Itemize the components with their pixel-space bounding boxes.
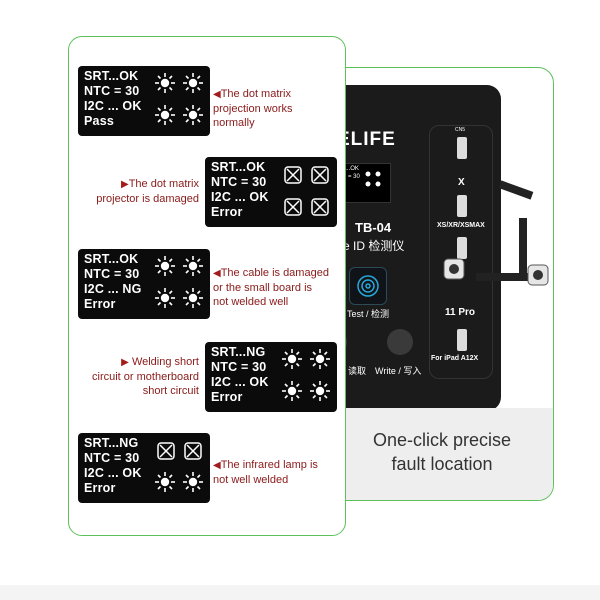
slot-label-xs: XS/XR/XSMAX bbox=[437, 222, 485, 229]
cross-box-icon bbox=[311, 166, 329, 184]
slot-label-11pro: 11 Pro bbox=[445, 307, 476, 318]
note-4: ▶ Welding short circuit or motherboard s… bbox=[92, 356, 199, 397]
sun-icon bbox=[183, 73, 203, 93]
left-arrow-icon: ◀ bbox=[213, 268, 221, 279]
read-label: / 读取 bbox=[343, 366, 367, 376]
fault-list-card: SRT...OK NTC = 30 I2C ... OK Pass ◀The d… bbox=[68, 36, 346, 536]
right-arrow-icon: ▶ bbox=[120, 179, 129, 190]
sun-icon bbox=[310, 349, 330, 369]
write-label: Write / 写入 bbox=[375, 366, 422, 376]
bottom-strip bbox=[0, 585, 600, 600]
status-panel-5: SRT...NG NTC = 30 I2C ... OK Error bbox=[78, 433, 210, 503]
connector-slot-ipad[interactable] bbox=[457, 329, 467, 351]
cross-box-icon bbox=[284, 166, 302, 184]
note-2: ▶The dot matrix projector is damaged bbox=[96, 178, 199, 205]
sun-icon bbox=[155, 256, 175, 276]
left-arrow-icon: ◀ bbox=[213, 89, 221, 100]
connector-slot-11pro[interactable] bbox=[457, 237, 467, 259]
sun-icon bbox=[183, 288, 203, 308]
note-3: ◀The cable is damaged or the small board… bbox=[213, 267, 329, 308]
device-brand: ELIFE bbox=[337, 129, 396, 150]
sun-icon bbox=[155, 105, 175, 125]
test-label: Test / 检测 bbox=[347, 309, 390, 319]
camera-module-icon bbox=[443, 258, 465, 280]
note-1: ◀The dot matrix projection works normall… bbox=[213, 88, 293, 129]
status-panel-3: SRT...OK NTC = 30 I2C ... NG Error bbox=[78, 249, 210, 319]
caption-line-1: One-click precise bbox=[372, 430, 512, 450]
device-card: ELIFE SRT...OK NTC = 30 rror TB-04 ce ID… bbox=[330, 67, 554, 501]
device-model: TB-04 bbox=[355, 220, 392, 235]
write-button[interactable] bbox=[387, 329, 413, 355]
slot-label-ipad: For iPad A12X bbox=[431, 355, 479, 362]
status-panel-4: SRT...NG NTC = 30 I2C ... OK Error bbox=[205, 342, 337, 412]
sun-icon bbox=[183, 105, 203, 125]
sun-icon bbox=[310, 381, 330, 401]
caption-line-2: fault location bbox=[391, 454, 493, 474]
sun-icon bbox=[282, 381, 302, 401]
sun-icon bbox=[282, 349, 302, 369]
sun-icon bbox=[155, 472, 175, 492]
connector-slot-x[interactable] bbox=[457, 137, 467, 159]
flex-cable-3 bbox=[476, 273, 536, 281]
dot-matrix-icon bbox=[365, 171, 381, 187]
left-arrow-icon: ◀ bbox=[213, 460, 221, 471]
right-arrow-icon: ▶ bbox=[121, 357, 129, 368]
cross-box-icon bbox=[157, 442, 175, 460]
ir-module-icon bbox=[527, 264, 549, 286]
cross-box-icon bbox=[311, 198, 329, 216]
test-touch-button[interactable] bbox=[349, 267, 387, 305]
flex-cable-2 bbox=[519, 218, 527, 278]
flex-cable bbox=[498, 180, 534, 200]
status-panel-1: SRT...OK NTC = 30 I2C ... OK Pass bbox=[78, 66, 210, 136]
sun-icon bbox=[183, 256, 203, 276]
sun-icon bbox=[155, 73, 175, 93]
fingerprint-icon bbox=[357, 275, 379, 297]
connector-panel bbox=[429, 125, 493, 379]
slot-label-x: X bbox=[458, 177, 465, 188]
tester-device: ELIFE SRT...OK NTC = 30 rror TB-04 ce ID… bbox=[331, 85, 501, 411]
status-panel-2: SRT...OK NTC = 30 I2C ... OK Error bbox=[205, 157, 337, 227]
cross-box-icon bbox=[184, 442, 202, 460]
connector-slot-xs[interactable] bbox=[457, 195, 467, 217]
sun-icon bbox=[155, 288, 175, 308]
device-subtitle: ce ID 检测仪 bbox=[337, 239, 405, 253]
cross-box-icon bbox=[284, 198, 302, 216]
fault-caption-box: One-click precise fault location bbox=[331, 408, 553, 500]
note-5: ◀The infrared lamp is not well welded bbox=[213, 459, 318, 486]
sun-icon bbox=[183, 472, 203, 492]
